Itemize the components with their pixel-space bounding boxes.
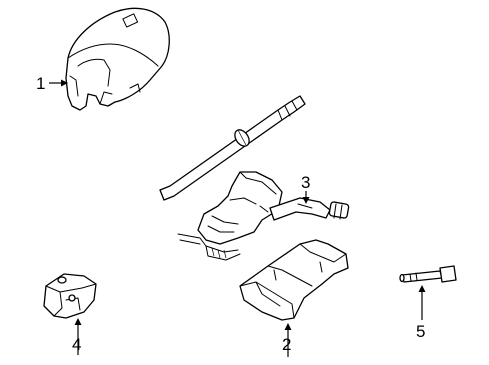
steering-shaft bbox=[159, 95, 306, 201]
callout-5: 5 bbox=[416, 322, 426, 341]
part-5-pin-sensor bbox=[399, 265, 457, 283]
part-3-switch-assembly bbox=[177, 171, 350, 261]
callout-4: 4 bbox=[72, 335, 82, 354]
callout-1: 1 bbox=[36, 74, 46, 93]
callout-3: 3 bbox=[301, 173, 311, 192]
part-1-upper-shroud bbox=[65, 7, 170, 111]
part-4-bracket bbox=[43, 273, 97, 319]
callout-2: 2 bbox=[282, 335, 292, 354]
part-2-lower-shroud bbox=[239, 239, 349, 321]
leader-lines bbox=[49, 79, 426, 357]
